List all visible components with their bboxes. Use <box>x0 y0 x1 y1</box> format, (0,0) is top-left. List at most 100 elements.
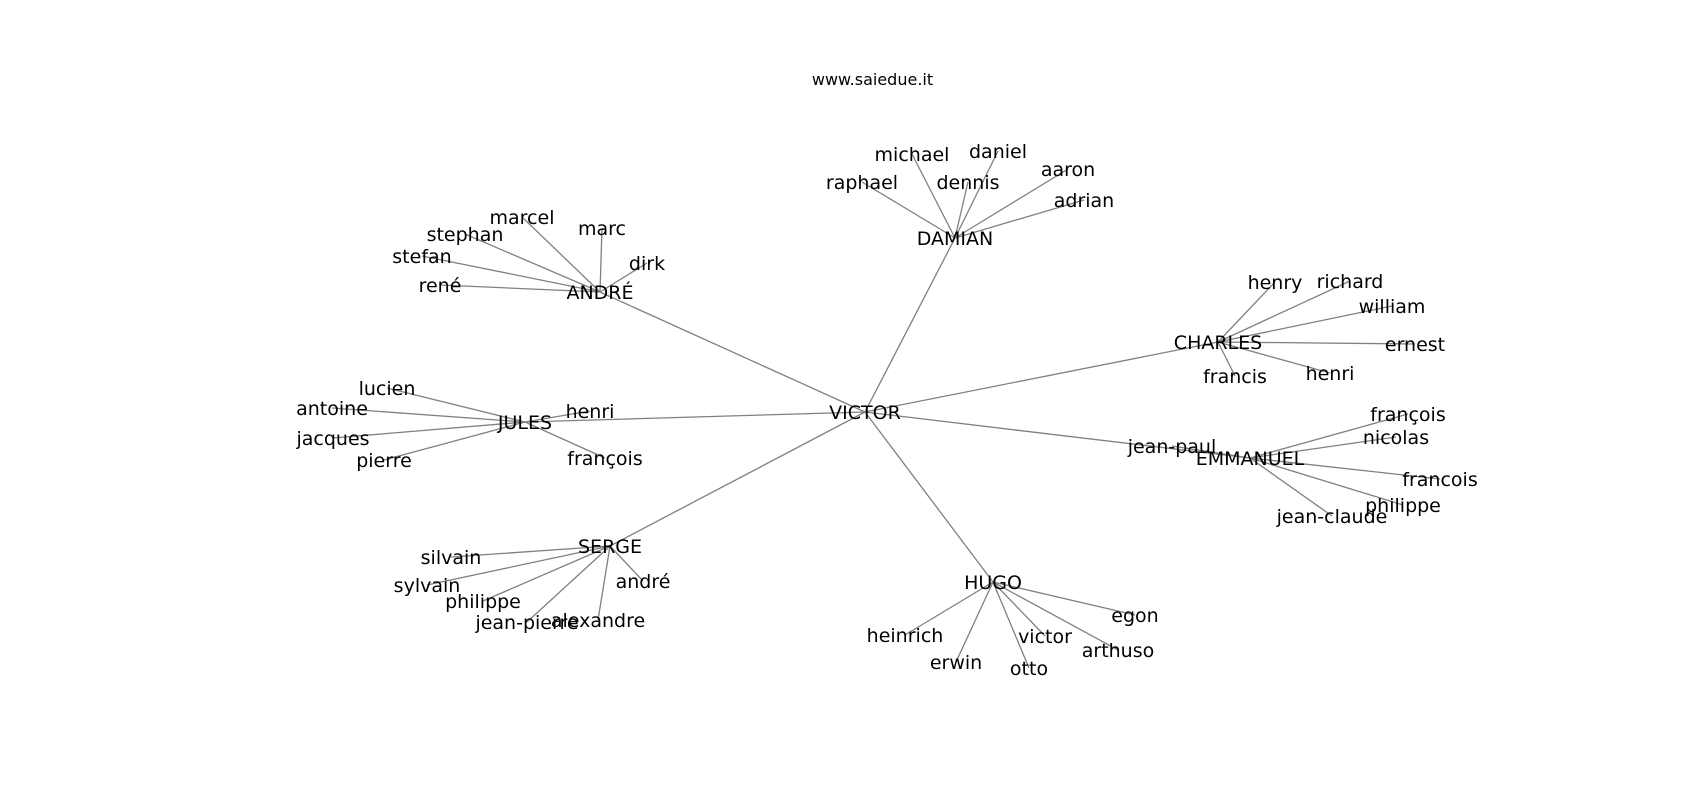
leaf-node-label: ernest <box>1385 334 1445 356</box>
leaf-node-label: raphael <box>826 172 898 194</box>
leaf-node-label: heinrich <box>867 625 944 647</box>
edge-hub-leaf <box>954 181 969 239</box>
edge-hub-leaf <box>386 387 526 423</box>
edge-hub-leaf <box>450 545 611 558</box>
leaf-node-label: andré <box>616 571 671 593</box>
leaf-node-label: aaron <box>1041 159 1095 181</box>
leaf-node-label: philippe <box>1365 495 1441 517</box>
edge-hub-leaf <box>1171 445 1251 459</box>
edge-hub-leaf <box>1217 341 1236 377</box>
leaf-node-label: victor <box>1018 626 1072 648</box>
leaf-node-label: adrian <box>1054 190 1114 212</box>
hub-node-label: DAMIAN <box>917 228 994 250</box>
edge-hub-leaf <box>954 150 999 239</box>
leaf-node-label: henri <box>566 401 615 423</box>
root-node-label: VICTOR <box>829 402 901 424</box>
hub-node-label: SERGE <box>578 536 642 558</box>
leaf-node-label: jean-pierre <box>474 612 578 634</box>
leaf-node-label: pierre <box>356 450 412 472</box>
edge-hub-leaf <box>1249 436 1397 459</box>
leaf-node-label: françois <box>1370 404 1445 426</box>
edge-hub-leaf <box>992 581 1030 669</box>
graph-labels: VICTOR DAMIAN michael daniel raphael dennis aa… <box>295 141 1477 680</box>
edge-root-hub <box>864 411 1251 459</box>
graph-edges <box>331 150 1441 669</box>
hub-node-label: ANDRÉ <box>566 281 633 304</box>
leaf-node-label: arthuso <box>1082 640 1155 662</box>
edge-hub-leaf <box>992 581 1119 651</box>
edge-hub-leaf <box>861 181 956 239</box>
edge-hub-leaf <box>954 168 1069 239</box>
edge-hub-leaf <box>521 216 601 293</box>
edge-hub-leaf <box>597 545 611 621</box>
leaf-node-label: richard <box>1317 271 1384 293</box>
edge-root-hub <box>864 411 994 583</box>
edge-hub-leaf <box>526 545 611 623</box>
edge-hub-leaf <box>1249 457 1441 480</box>
edge-hub-leaf <box>332 421 526 439</box>
leaf-node-label: francis <box>1203 366 1267 388</box>
leaf-node-label: jean-paul <box>1127 436 1217 458</box>
edge-hub-leaf <box>992 581 1046 637</box>
leaf-node-label: stephan <box>427 224 504 246</box>
edge-root-hub <box>864 237 956 413</box>
edge-hub-leaf <box>904 581 994 636</box>
leaf-node-label: marc <box>578 218 626 240</box>
site-url: www.saiedue.it <box>811 70 934 89</box>
leaf-node-label: henry <box>1248 272 1303 294</box>
edge-hub-leaf <box>524 410 591 423</box>
leaf-node-label: otto <box>1010 658 1048 680</box>
edge-hub-leaf <box>439 284 601 293</box>
leaf-node-label: erwin <box>930 652 982 674</box>
hub-node-label: JULES <box>497 412 552 434</box>
edge-hub-leaf <box>383 421 526 461</box>
leaf-node-label: rené <box>419 275 462 297</box>
leaf-node-label: francois <box>1402 469 1477 491</box>
leaf-node-label: marcel <box>490 207 555 229</box>
edge-hub-leaf <box>911 153 956 239</box>
edge-hub-leaf <box>992 581 1136 616</box>
leaf-node-label: dennis <box>936 172 999 194</box>
leaf-node-label: alexandre <box>551 610 645 632</box>
leaf-node-label: stefan <box>392 246 451 268</box>
leaf-node-label: william <box>1359 296 1426 318</box>
leaf-node-label: philippe <box>445 591 521 613</box>
leaf-node-label: egon <box>1111 605 1158 627</box>
edge-root-hub <box>599 291 866 413</box>
leaf-node-label: jean-claude <box>1276 506 1388 528</box>
edge-hub-leaf <box>464 233 601 293</box>
leaf-node-label: silvain <box>421 547 482 569</box>
edge-hub-leaf <box>1249 457 1404 506</box>
edge-hub-leaf <box>1217 341 1416 345</box>
edge-hub-leaf <box>599 262 648 293</box>
leaf-node-label: antoine <box>296 398 368 420</box>
edge-hub-leaf <box>609 545 644 582</box>
edge-root-hub <box>524 411 866 423</box>
edge-hub-leaf <box>955 581 994 663</box>
edge-hub-leaf <box>421 255 601 293</box>
hub-node-label: CHARLES <box>1174 332 1262 354</box>
leaf-node-label: jacques <box>295 428 369 450</box>
leaf-node-label: sylvain <box>394 575 461 597</box>
leaf-node-label: lucien <box>359 378 416 400</box>
leaf-node-label: michael <box>875 144 950 166</box>
edge-hub-leaf <box>1217 305 1393 343</box>
hub-node-label: EMMANUEL <box>1196 448 1305 470</box>
edge-hub-leaf <box>1249 457 1333 517</box>
edge-hub-leaf <box>331 407 526 423</box>
edge-hub-leaf <box>1217 281 1276 343</box>
leaf-node-label: nicolas <box>1363 427 1429 449</box>
edge-hub-leaf <box>482 545 611 602</box>
leaf-node-label: henri <box>1306 363 1355 385</box>
edge-hub-leaf <box>1217 280 1351 343</box>
edge-hub-leaf <box>524 421 606 459</box>
edge-root-hub <box>609 411 866 547</box>
edge-hub-leaf <box>1217 341 1331 374</box>
edge-hub-leaf <box>1249 413 1409 459</box>
leaf-node-label: daniel <box>969 141 1027 163</box>
edge-hub-leaf <box>426 545 611 586</box>
edge-hub-leaf <box>954 199 1085 239</box>
edge-root-hub <box>864 341 1219 413</box>
leaf-node-label: dirk <box>629 253 665 275</box>
